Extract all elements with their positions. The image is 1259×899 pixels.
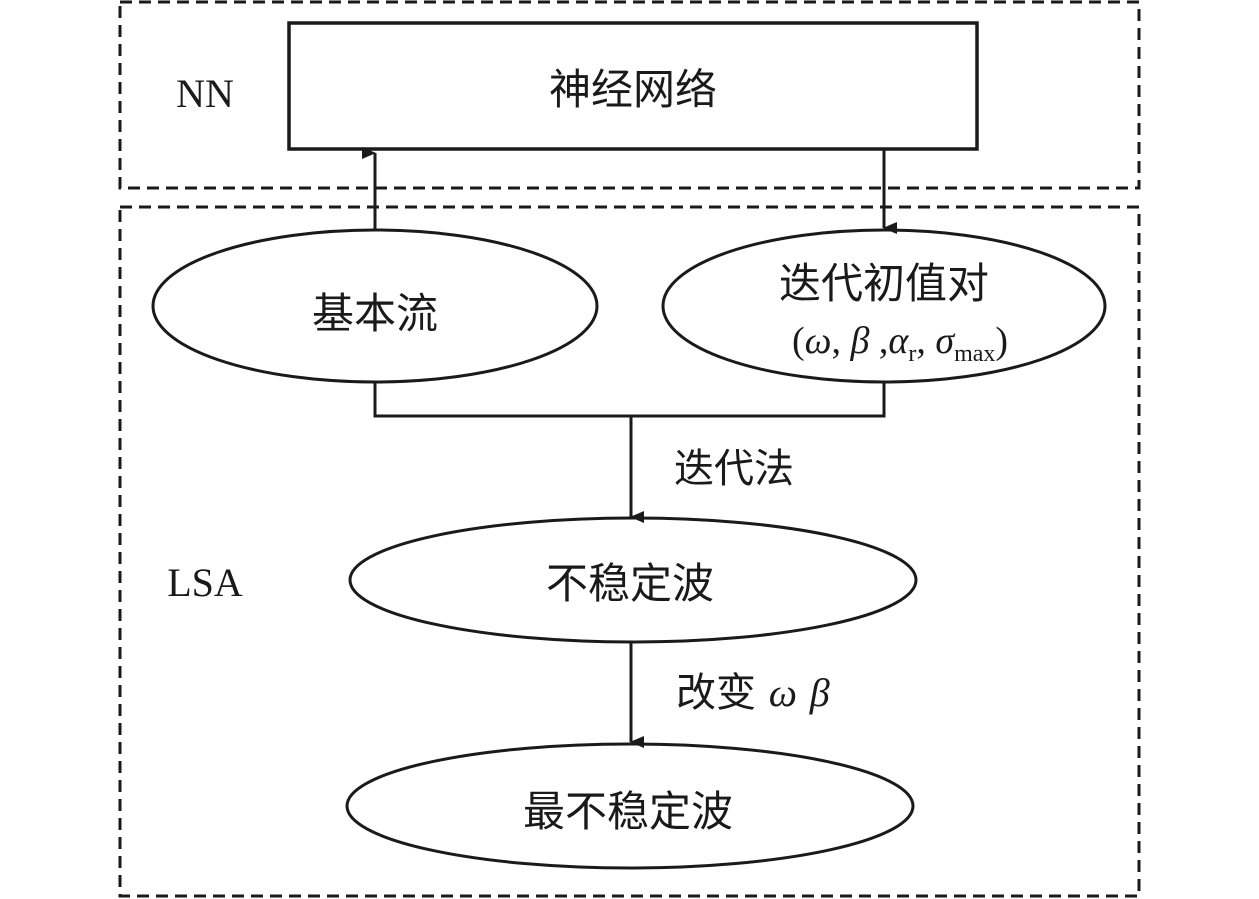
separator: ,: [831, 320, 850, 362]
vary-text: 改变: [676, 670, 769, 716]
sigma-subscript: max: [954, 341, 995, 367]
nn-region-border: [118, 0, 1141, 190]
vary-omega-beta-label: 改变 ω β: [676, 670, 830, 716]
alpha-subscript: r: [908, 341, 916, 367]
join-connector: [373, 382, 886, 418]
separator: ,: [869, 320, 888, 362]
neural-network-label: 神经网络: [549, 65, 717, 114]
paren-open: (: [792, 320, 805, 362]
unstable-wave-node: [348, 516, 918, 644]
space: [797, 670, 810, 716]
beta-symbol: β: [809, 670, 830, 715]
nn-region-label: NN: [176, 71, 234, 116]
initial-pair-label: 迭代初值对: [779, 259, 989, 308]
alpha-symbol: α: [888, 320, 909, 362]
unstable-wave-label: 不稳定波: [546, 559, 714, 608]
most-unstable-wave-label: 最不稳定波: [523, 787, 733, 836]
omega-symbol: ω: [805, 320, 832, 362]
paren-close: ): [995, 320, 1008, 362]
iteration-method-label: 迭代法: [674, 446, 794, 492]
base-flow-label: 基本流: [312, 289, 438, 338]
neural-network-box: [287, 21, 979, 151]
sigma-symbol: σ: [935, 320, 955, 362]
lsa-region-label: LSA: [167, 560, 243, 605]
omega-symbol: ω: [769, 670, 797, 715]
beta-symbol: β: [849, 320, 869, 362]
initial-pair-params: (ω, β ,αr, σmax): [792, 320, 1008, 367]
most-unstable-wave-node: [345, 742, 915, 870]
separator: ,: [916, 320, 935, 362]
